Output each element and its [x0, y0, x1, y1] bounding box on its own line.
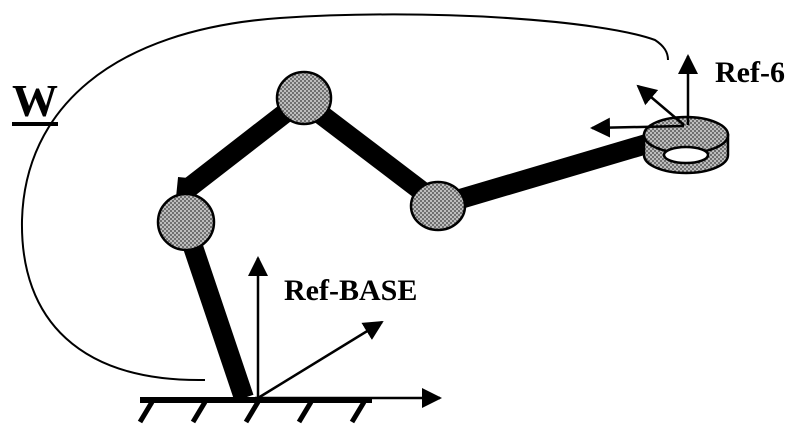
- end-effector-flange: [642, 115, 730, 175]
- link-fore: [295, 92, 447, 213]
- base-y-axis: [257, 320, 384, 400]
- joint-2: [275, 70, 333, 126]
- ground: [137, 397, 372, 424]
- base-frame-axes: [248, 256, 442, 408]
- base-frame-label: Ref-BASE: [284, 274, 418, 307]
- link-wrist: [437, 130, 663, 215]
- world-transform-curve: [20, 13, 669, 382]
- end-frame-label: Ref-6: [715, 56, 785, 89]
- flange-hole: [662, 145, 710, 165]
- link-base: [176, 222, 254, 402]
- joint-1: [156, 192, 216, 252]
- joint-3: [409, 180, 467, 232]
- end-x-axis: [590, 117, 685, 138]
- end-y-axis: [636, 84, 685, 126]
- world-transform-label: W: [12, 75, 58, 126]
- end-frame-axes: [590, 54, 698, 138]
